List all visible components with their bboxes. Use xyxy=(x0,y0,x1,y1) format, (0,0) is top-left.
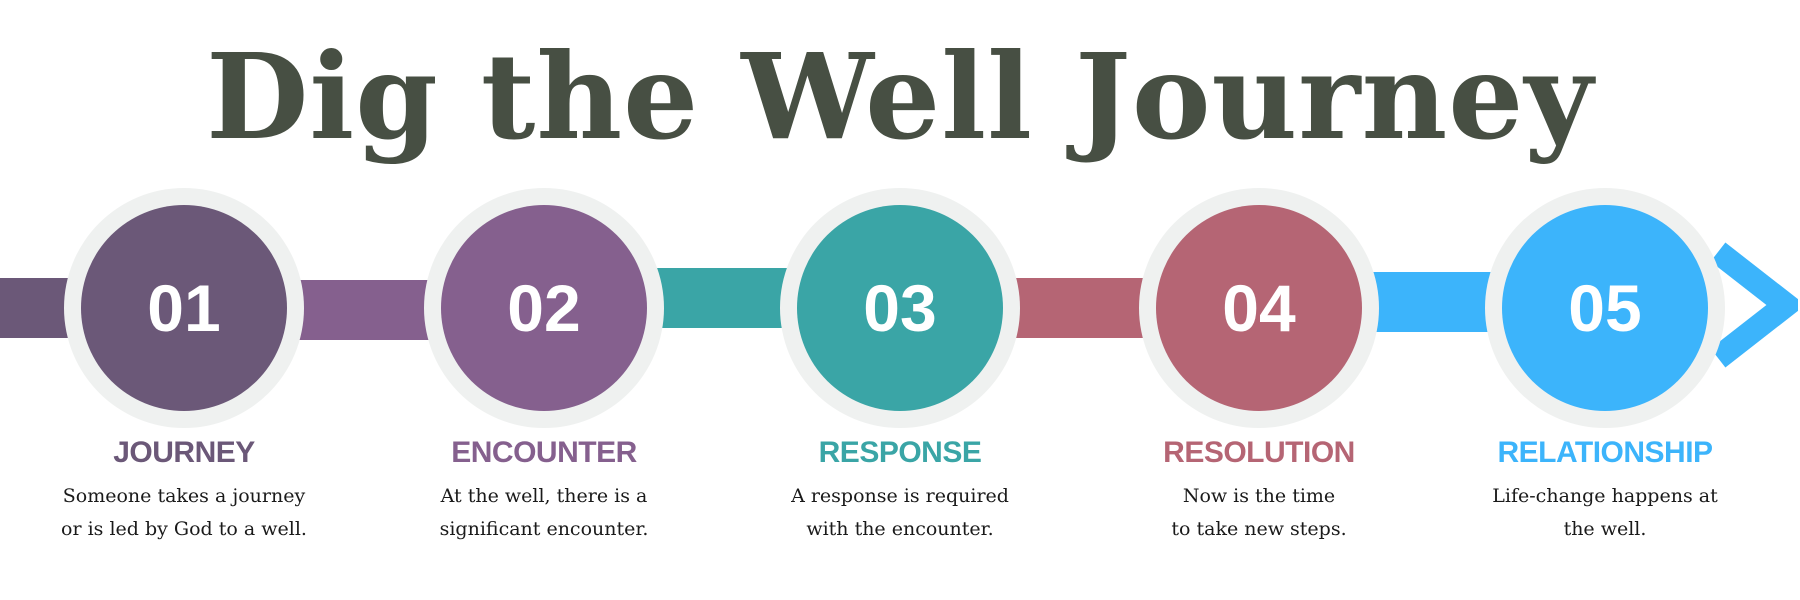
step-description-line: with the encounter. xyxy=(806,518,994,540)
step-number: 01 xyxy=(147,271,221,345)
step-description-line: Now is the time xyxy=(1182,485,1336,507)
step-label: RESOLUTION xyxy=(1163,436,1355,469)
step-description: A response is required with the encounte… xyxy=(730,480,1070,546)
step-description-line: to take new steps. xyxy=(1171,518,1347,540)
connector-bar-4 xyxy=(1010,278,1160,338)
step-number-badge: 03 xyxy=(797,205,1003,411)
step-number-badge: 04 xyxy=(1156,205,1362,411)
step-circle: 03 xyxy=(780,188,1020,428)
step-description: At the well, there is a significant enco… xyxy=(374,480,714,546)
step-circle: 02 xyxy=(424,188,664,428)
step-description-line: A response is required xyxy=(791,485,1009,507)
step-number: 05 xyxy=(1568,271,1642,345)
step-description-line: significant encounter. xyxy=(439,518,649,540)
step-number: 03 xyxy=(863,271,937,345)
step-description: Now is the time to take new steps. xyxy=(1089,480,1429,546)
step-description: Life-change happens at the well. xyxy=(1435,480,1775,546)
step-circle: 05 xyxy=(1485,188,1725,428)
step-number-badge: 01 xyxy=(81,205,287,411)
step-label: RELATIONSHIP xyxy=(1497,436,1713,469)
connector-bar-2 xyxy=(290,280,440,340)
step-label: RESPONSE xyxy=(818,436,982,469)
step-label: ENCOUNTER xyxy=(451,436,637,469)
step-description-line: Someone takes a journey xyxy=(62,485,306,507)
chevron-right-icon xyxy=(1710,242,1798,368)
step-description: Someone takes a journey or is led by God… xyxy=(14,480,354,546)
step-description-line: the well. xyxy=(1563,518,1647,540)
step-description-line: Life-change happens at xyxy=(1492,485,1718,507)
connector-bar-3 xyxy=(650,268,800,328)
step-circle: 01 xyxy=(64,188,304,428)
step-number: 02 xyxy=(507,271,581,345)
step-number-badge: 02 xyxy=(441,205,647,411)
step-label: JOURNEY xyxy=(113,436,255,469)
page-title: Dig the Well Journey xyxy=(206,27,1594,166)
step-description-line: At the well, there is a xyxy=(440,485,648,507)
step-number-badge: 05 xyxy=(1502,205,1708,411)
connector-bar-5 xyxy=(1370,272,1500,332)
step-circle: 04 xyxy=(1139,188,1379,428)
step-description-line: or is led by God to a well. xyxy=(61,518,307,540)
step-number: 04 xyxy=(1222,271,1296,345)
